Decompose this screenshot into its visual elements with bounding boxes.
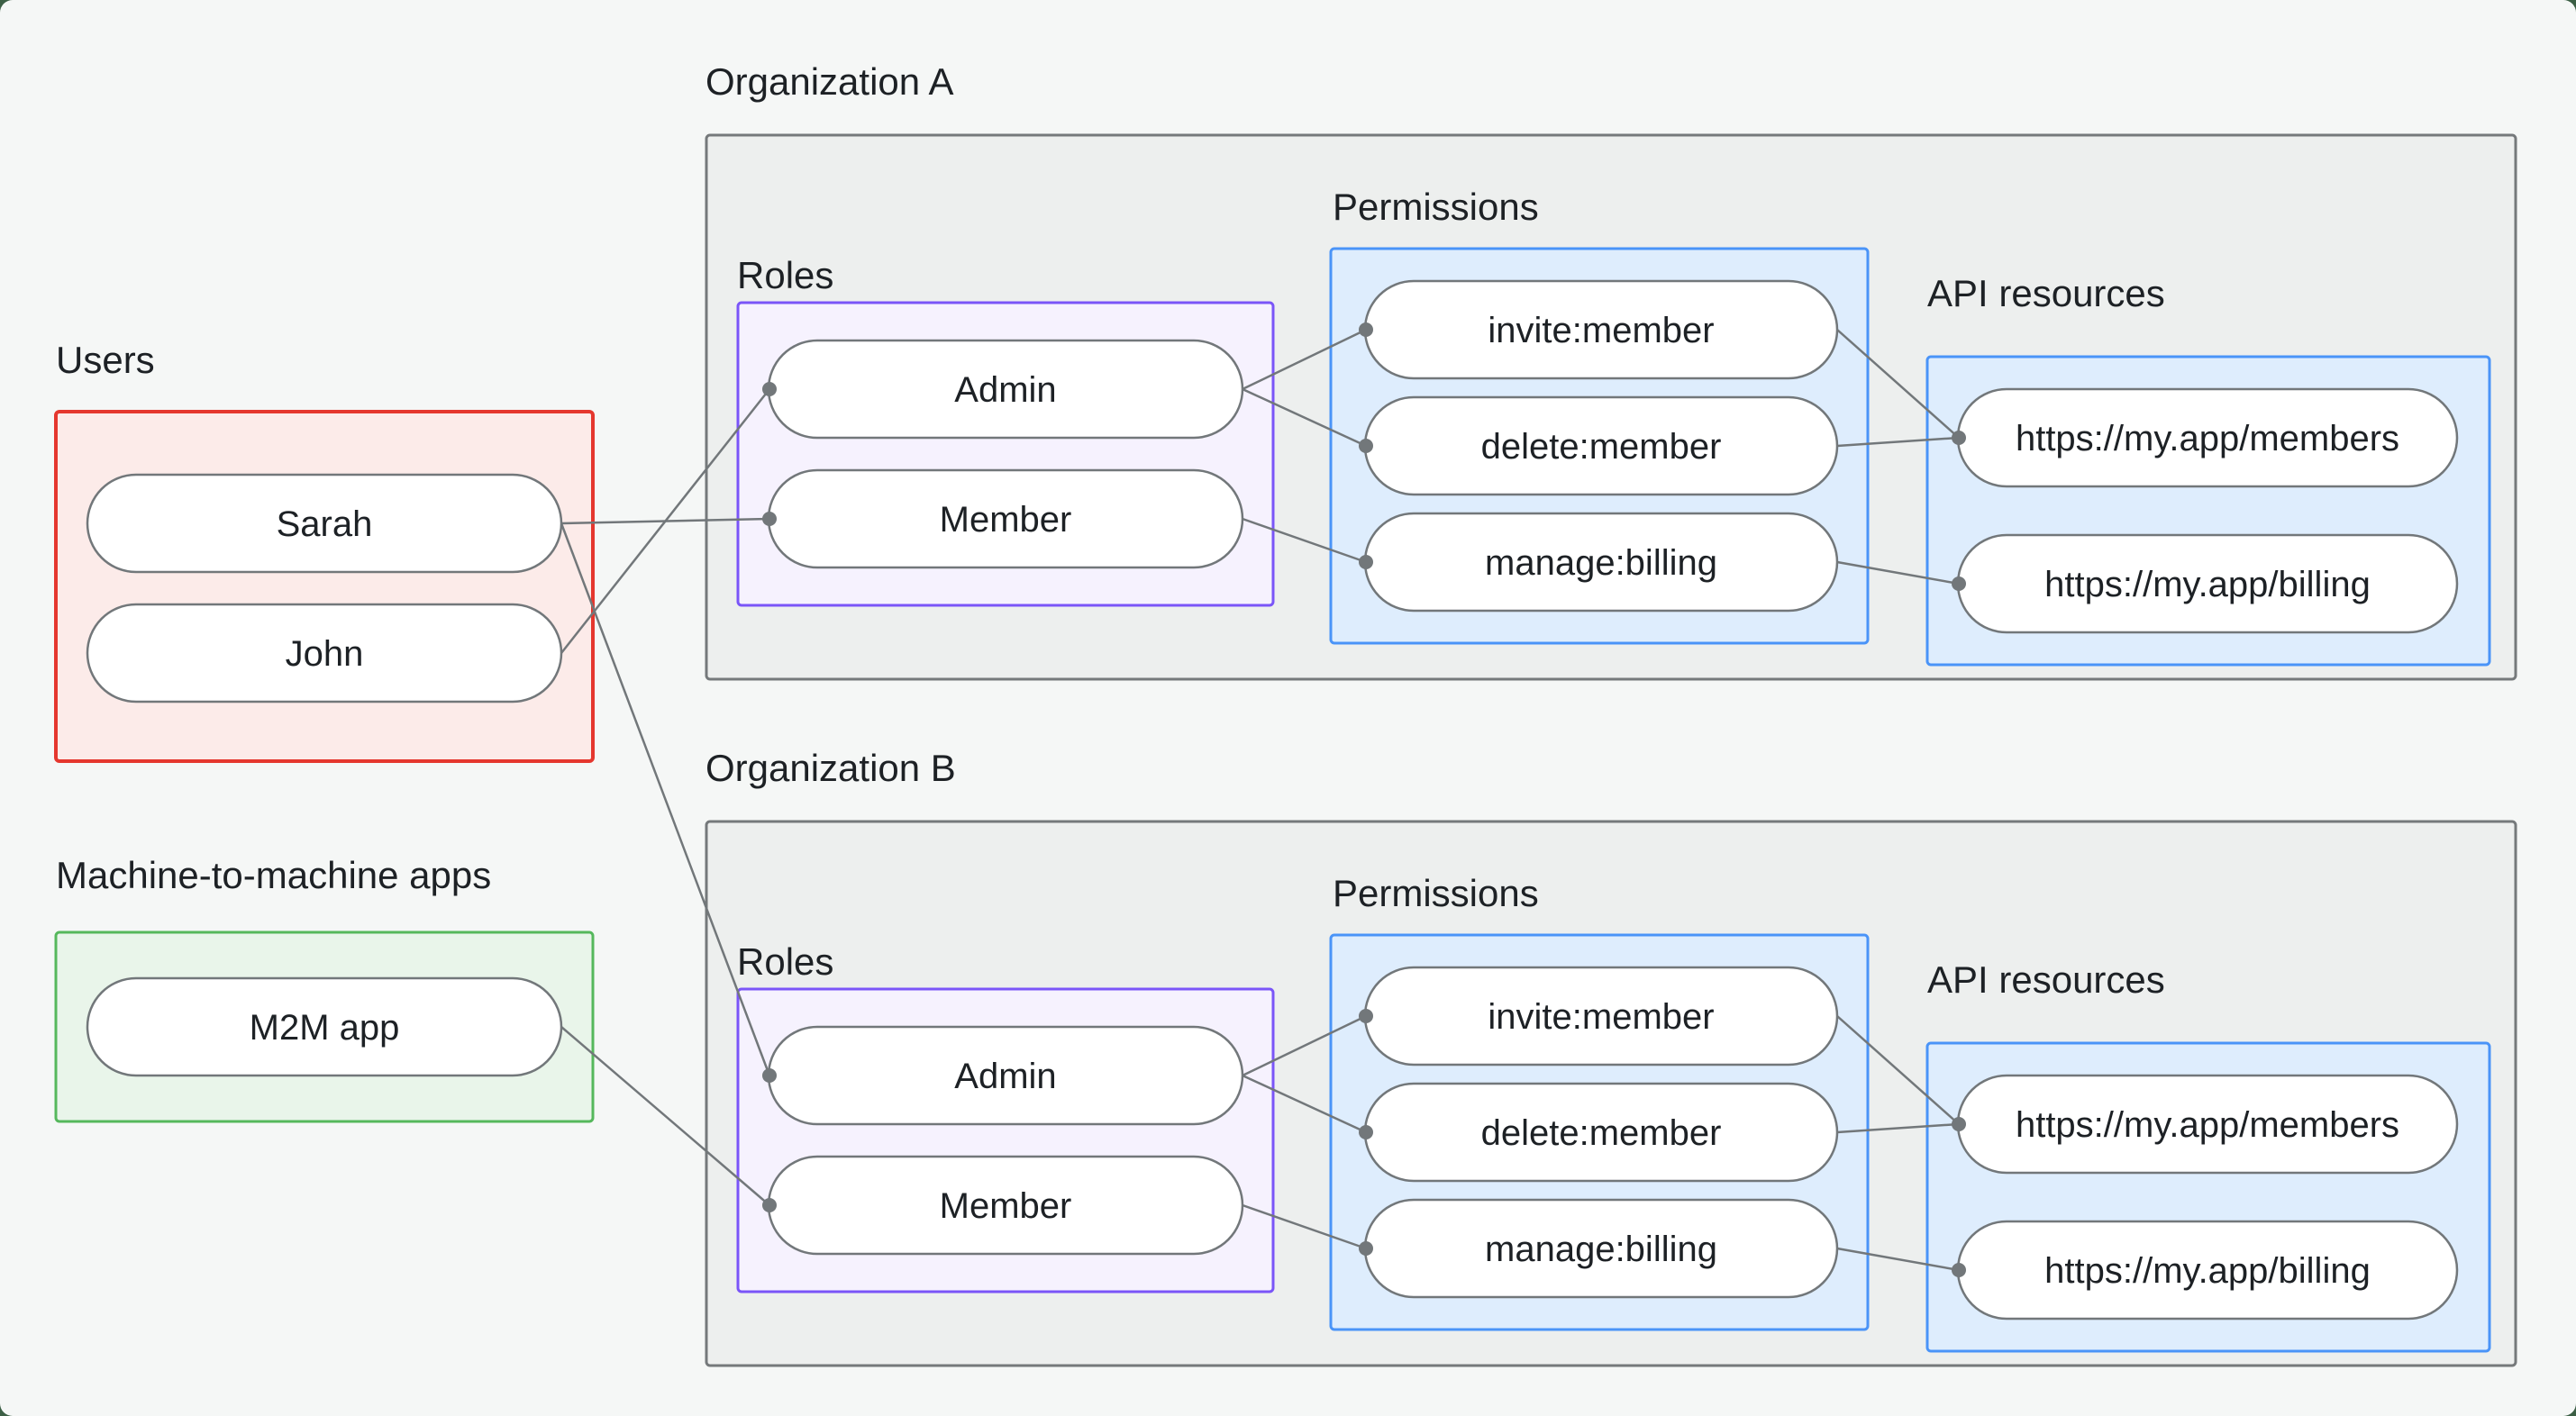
connection-dot-org-b-manage	[1359, 1241, 1373, 1256]
node-pill-org-b-admin: Admin	[767, 1025, 1244, 1126]
connection-line-org-a-admin-to-delete	[1242, 387, 1367, 448]
org-a-manage-pill-label: manage:billing	[1485, 543, 1717, 583]
john-pill-label: John	[286, 634, 364, 674]
connection-dot-org-b-delete	[1359, 1125, 1373, 1139]
org-b-api-resources-label: API resources	[1927, 958, 2165, 1001]
node-pill-org-a-member: Member	[767, 468, 1244, 569]
org-a-permissions-label: Permissions	[1333, 186, 1539, 228]
node-pill-john: John	[86, 603, 563, 703]
node-pill-org-a-manage-billing: manage:billing	[1363, 512, 1839, 613]
connection-dot-org-b-members-api	[1952, 1117, 1966, 1131]
users-group-title: Users	[56, 339, 155, 381]
org-a-invite-pill-label: invite:member	[1488, 311, 1714, 350]
connection-dot-org-b-billing-api	[1952, 1263, 1966, 1277]
connection-dot-org-b-invite	[1359, 1009, 1373, 1023]
m2m-group-title: Machine-to-machine apps	[56, 854, 491, 896]
connection-dot-org-a-invite	[1359, 322, 1373, 337]
node-pill-org-b-member: Member	[767, 1155, 1244, 1256]
org-b-admin-pill-label: Admin	[954, 1057, 1056, 1096]
sarah-pill-label: Sarah	[277, 504, 373, 544]
org-a-api-resources-label: API resources	[1927, 272, 2165, 314]
connection-dot-org-a-billing-api	[1952, 576, 1966, 591]
node-pill-org-a-billing-api: https://my.app/billing	[1956, 533, 2459, 634]
connection-line-org-a-delete-to-members-api	[1836, 436, 1960, 448]
node-pill-org-b-invite-member: invite:member	[1363, 966, 1839, 1067]
node-pill-org-b-members-api: https://my.app/members	[1956, 1074, 2459, 1175]
sarah-pill-shape	[86, 473, 563, 574]
org-b-member-pill-label: Member	[940, 1186, 1072, 1226]
connection-line-john-to-org-a-admin	[560, 388, 770, 654]
connection-line-org-a-member-to-manage	[1242, 517, 1367, 564]
org-b-roles-label: Roles	[737, 940, 833, 983]
org-b-members-api-pill-label: https://my.app/members	[2016, 1105, 2399, 1145]
connection-line-org-b-invite-to-members-api	[1836, 1015, 1960, 1125]
node-pill-sarah: Sarah	[86, 473, 563, 574]
org-a-billing-api-pill-label: https://my.app/billing	[2044, 565, 2371, 604]
m2m-pill-shape	[86, 976, 563, 1077]
org-a-title: Organization A	[705, 60, 954, 103]
connection-line-org-b-admin-to-delete	[1242, 1074, 1367, 1134]
connection-line-org-a-manage-to-billing-api	[1836, 560, 1960, 585]
node-pill-org-a-delete-member: delete:member	[1363, 395, 1839, 496]
node-pill-org-a-admin: Admin	[767, 339, 1244, 440]
org-b-billing-api-pill-label: https://my.app/billing	[2044, 1251, 2371, 1291]
node-pill-org-a-members-api: https://my.app/members	[1956, 387, 2459, 488]
connection-dot-org-a-members-api	[1952, 431, 1966, 445]
org-b-invite-pill-label: invite:member	[1488, 997, 1714, 1037]
john-pill-shape	[86, 603, 563, 703]
m2m-pill-label: M2M app	[250, 1008, 400, 1048]
node-pill-org-a-invite-member: invite:member	[1363, 279, 1839, 380]
node-pill-m2m-app: M2M app	[86, 976, 563, 1077]
node-pill-org-b-billing-api: https://my.app/billing	[1956, 1220, 2459, 1321]
org-a-delete-pill-label: delete:member	[1481, 427, 1722, 467]
connection-dot-org-a-delete	[1359, 439, 1373, 453]
org-a-members-api-pill-label: https://my.app/members	[2016, 419, 2399, 458]
node-pill-org-b-delete-member: delete:member	[1363, 1082, 1839, 1183]
org-a-roles-label: Roles	[737, 254, 833, 296]
connection-dot-org-a-manage	[1359, 555, 1373, 569]
connection-dot-org-b-admin	[762, 1068, 777, 1083]
users-group-box	[54, 410, 595, 763]
connection-line-org-b-delete-to-members-api	[1836, 1122, 1960, 1134]
connection-line-org-a-invite-to-members-api	[1836, 329, 1960, 439]
connection-line-org-b-manage-to-billing-api	[1836, 1247, 1960, 1272]
org-a-member-pill-label: Member	[940, 500, 1072, 540]
connection-dot-org-a-admin	[762, 382, 777, 396]
org-b-title: Organization B	[705, 747, 956, 789]
node-pill-org-b-manage-billing: manage:billing	[1363, 1198, 1839, 1299]
connection-dot-org-a-member	[762, 512, 777, 526]
connection-line-m2m-to-org-b-member	[560, 1026, 770, 1206]
connection-line-org-a-admin-to-invite	[1242, 328, 1367, 391]
org-b-delete-pill-label: delete:member	[1481, 1113, 1722, 1153]
connection-line-org-b-member-to-manage	[1242, 1203, 1367, 1250]
org-a-admin-pill-label: Admin	[954, 370, 1056, 410]
org-b-permissions-label: Permissions	[1333, 872, 1539, 914]
connection-line-sarah-to-org-b-admin	[560, 522, 771, 1076]
org-b-manage-pill-label: manage:billing	[1485, 1230, 1717, 1269]
connection-line-org-b-admin-to-invite	[1242, 1014, 1367, 1077]
connection-dot-org-b-member	[762, 1198, 777, 1212]
